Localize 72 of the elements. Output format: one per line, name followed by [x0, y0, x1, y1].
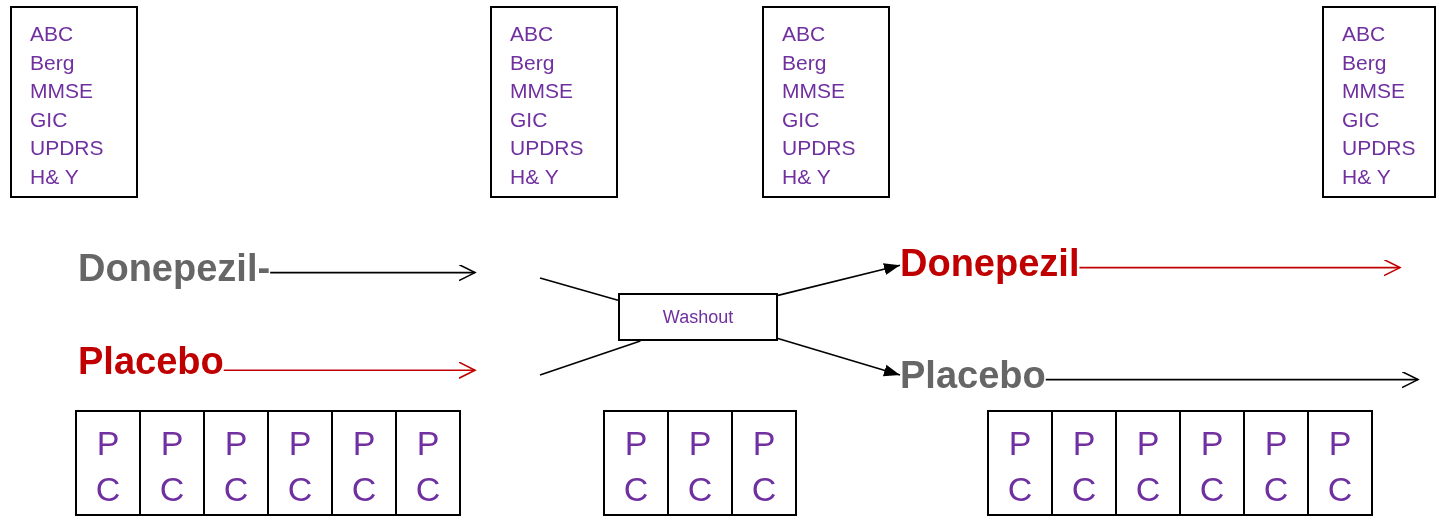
- period-cell: [1243, 410, 1309, 516]
- measure-name: H& Y: [510, 163, 560, 190]
- period-cell: [1051, 410, 1117, 516]
- measures-box: [10, 6, 138, 198]
- measure-name: H& Y: [30, 163, 80, 190]
- connector-line: [539, 277, 619, 301]
- measures-box: [762, 6, 890, 198]
- period-cell: [1179, 410, 1245, 516]
- arm-label: Placebo: [78, 340, 224, 382]
- measures-box: [1322, 6, 1436, 198]
- measures-box: [490, 6, 618, 198]
- measure-name: Berg: [1342, 49, 1388, 76]
- arrow: [777, 337, 901, 377]
- period-code: P C: [222, 423, 250, 510]
- measure-name: H& Y: [782, 163, 832, 190]
- period-cell: [603, 410, 669, 516]
- measure-name: MMSE: [1342, 78, 1406, 104]
- period-cell: [395, 410, 461, 516]
- period-cell: [203, 410, 269, 516]
- measure-name: ABC: [1342, 21, 1387, 47]
- period-cell: [667, 410, 733, 516]
- period-cell: [1307, 410, 1373, 516]
- period-cell: [987, 410, 1053, 516]
- period-code: P C: [1134, 423, 1162, 510]
- period-code: P C: [414, 423, 442, 510]
- measure-name: GIC: [782, 106, 821, 133]
- period-cell: [139, 410, 205, 516]
- period-code: P C: [286, 423, 314, 510]
- period-code: P C: [350, 423, 378, 510]
- measure-name: ABC: [30, 21, 75, 47]
- arrow: [777, 263, 901, 297]
- measure-name: H& Y: [1342, 163, 1392, 190]
- period-cell: [331, 410, 397, 516]
- measure-name: ABC: [782, 21, 827, 47]
- period-code: P C: [1006, 423, 1034, 510]
- period-cell: [75, 410, 141, 516]
- arrow: [269, 263, 476, 282]
- measure-name: MMSE: [510, 78, 574, 104]
- arrow: [1078, 258, 1401, 277]
- measure-name: GIC: [510, 106, 549, 133]
- period-code: P C: [1326, 423, 1354, 510]
- measure-name: UPDRS: [30, 135, 105, 161]
- arm-label: Placebo: [900, 354, 1046, 396]
- measure-name: MMSE: [782, 78, 846, 104]
- measure-name: GIC: [30, 106, 69, 133]
- period-cell: [731, 410, 797, 516]
- measure-name: UPDRS: [1342, 135, 1417, 161]
- period-code: P C: [94, 423, 122, 510]
- period-code: P C: [750, 423, 778, 510]
- period-code: P C: [158, 423, 186, 510]
- arrow: [222, 361, 476, 379]
- period-code: P C: [622, 423, 650, 510]
- measure-name: Berg: [782, 49, 828, 76]
- period-code: P C: [1070, 423, 1098, 510]
- measure-name: Berg: [30, 49, 76, 76]
- measure-name: MMSE: [30, 78, 94, 104]
- measure-name: GIC: [1342, 106, 1381, 133]
- period-code: P C: [686, 423, 714, 510]
- period-code: P C: [1198, 423, 1226, 510]
- measure-name: ABC: [510, 21, 555, 47]
- period-code: P C: [1262, 423, 1290, 510]
- arm-label: Donepezil: [900, 242, 1080, 284]
- period-cell: [267, 410, 333, 516]
- measure-name: UPDRS: [782, 135, 857, 161]
- arrow: [1044, 370, 1419, 389]
- washout-box: [618, 293, 778, 341]
- arm-label: Donepezil-: [78, 247, 271, 289]
- connector-line: [539, 340, 642, 376]
- period-cell: [1115, 410, 1181, 516]
- washout-label: Washout: [662, 306, 734, 328]
- measure-name: Berg: [510, 49, 556, 76]
- measure-name: UPDRS: [510, 135, 585, 161]
